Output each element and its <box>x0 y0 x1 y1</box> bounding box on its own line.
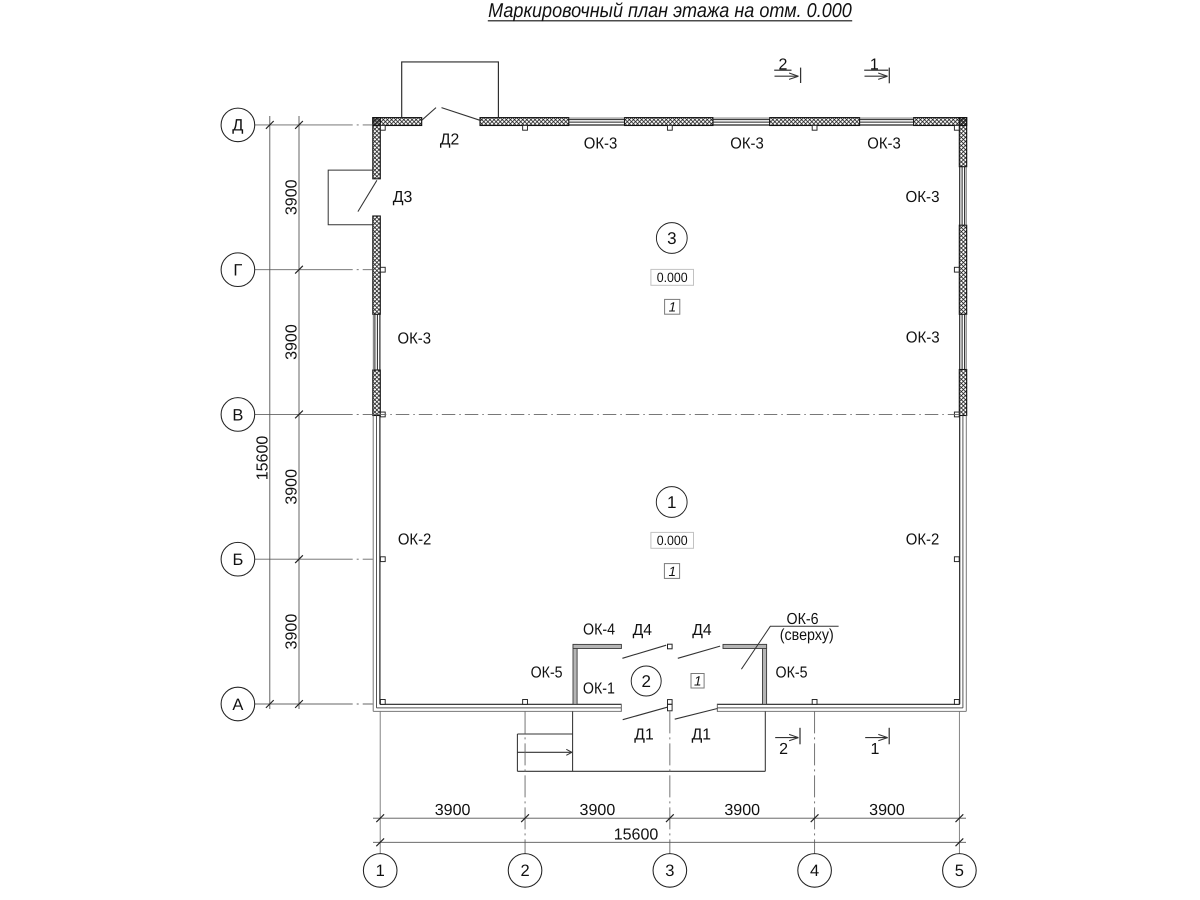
svg-text:Д2: Д2 <box>440 132 459 149</box>
svg-text:1: 1 <box>694 673 702 688</box>
svg-text:ОК-5: ОК-5 <box>531 664 563 681</box>
svg-text:3: 3 <box>667 229 676 248</box>
svg-text:15600: 15600 <box>255 436 272 481</box>
svg-text:А: А <box>232 696 243 714</box>
svg-text:Д3: Д3 <box>393 189 413 206</box>
svg-text:4: 4 <box>810 862 819 880</box>
svg-text:15600: 15600 <box>614 826 659 843</box>
svg-text:ОК-2: ОК-2 <box>398 532 432 549</box>
svg-text:2: 2 <box>520 862 529 880</box>
svg-text:2: 2 <box>779 56 788 73</box>
svg-text:3900: 3900 <box>435 802 471 819</box>
svg-text:3900: 3900 <box>580 802 616 819</box>
svg-text:Г: Г <box>233 262 242 280</box>
svg-text:ОК-1: ОК-1 <box>583 680 615 697</box>
svg-text:1: 1 <box>376 862 385 880</box>
svg-text:Маркировочный план этажа на от: Маркировочный план этажа на отм. 0.000 <box>488 0 852 22</box>
svg-text:3900: 3900 <box>284 324 301 360</box>
svg-text:ОК-3: ОК-3 <box>398 331 432 348</box>
svg-text:1: 1 <box>870 56 879 73</box>
svg-text:ОК-6: ОК-6 <box>787 611 819 628</box>
svg-text:Д4: Д4 <box>633 622 652 639</box>
svg-text:1: 1 <box>669 300 677 315</box>
svg-text:3900: 3900 <box>869 802 905 819</box>
svg-text:0.000: 0.000 <box>657 270 688 285</box>
svg-text:3900: 3900 <box>284 614 301 650</box>
svg-text:ОК-3: ОК-3 <box>584 136 618 153</box>
svg-text:ОК-5: ОК-5 <box>776 665 808 682</box>
svg-text:1: 1 <box>871 741 880 758</box>
svg-text:Д4: Д4 <box>692 622 711 639</box>
svg-text:0.000: 0.000 <box>657 533 688 548</box>
svg-text:ОК-3: ОК-3 <box>867 136 901 153</box>
svg-text:Б: Б <box>232 551 243 569</box>
svg-text:1: 1 <box>667 493 676 512</box>
svg-text:5: 5 <box>955 862 964 880</box>
svg-text:Д1: Д1 <box>634 727 653 744</box>
svg-text:3900: 3900 <box>284 179 301 215</box>
svg-text:3: 3 <box>665 862 674 880</box>
svg-text:2: 2 <box>779 741 788 758</box>
svg-text:ОК-3: ОК-3 <box>730 136 764 153</box>
svg-text:ОК-3: ОК-3 <box>906 189 940 206</box>
svg-text:2: 2 <box>641 672 650 691</box>
svg-text:(сверху): (сверху) <box>780 627 834 644</box>
svg-text:Д1: Д1 <box>692 727 711 744</box>
svg-text:ОК-4: ОК-4 <box>583 621 615 638</box>
svg-text:В: В <box>232 406 243 424</box>
svg-text:Д: Д <box>232 117 243 135</box>
svg-text:ОК-2: ОК-2 <box>906 532 940 549</box>
svg-text:3900: 3900 <box>724 802 760 819</box>
svg-text:3900: 3900 <box>284 469 301 505</box>
svg-text:1: 1 <box>668 564 676 579</box>
svg-text:ОК-3: ОК-3 <box>906 330 940 347</box>
